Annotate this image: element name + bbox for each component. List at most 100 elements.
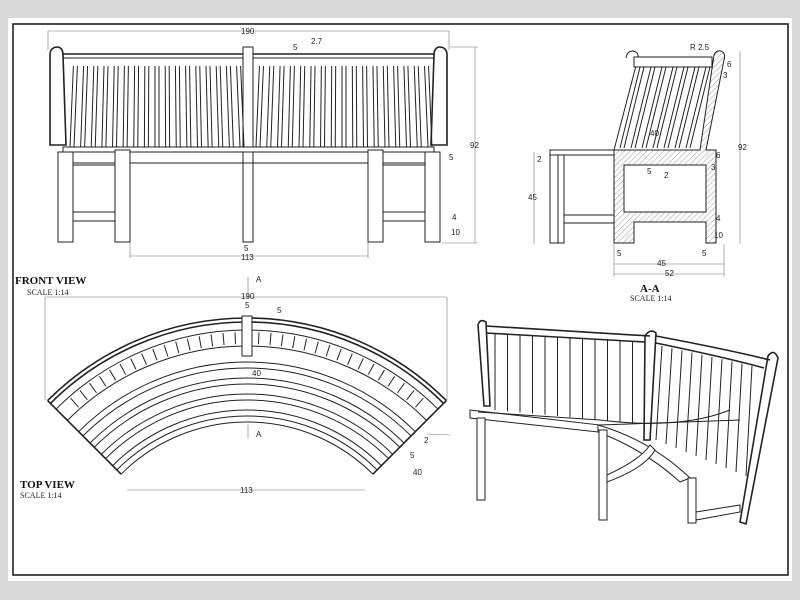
front-view: 190 5 2.7 92 5 4 10 5 113 FRONT VIEW SCA… xyxy=(15,27,479,297)
back-slat xyxy=(705,356,713,461)
back-slat-top xyxy=(109,369,117,381)
dim-leg-depth: 45 xyxy=(657,259,666,268)
back-slat-top xyxy=(234,332,237,345)
dim-top-inner-span: 113 xyxy=(240,486,253,495)
back-slat-top xyxy=(357,358,364,370)
dim-top-seat-depth: 40 xyxy=(252,369,261,378)
dim-rear-leg: 5 xyxy=(702,249,707,258)
back-slat xyxy=(735,363,743,473)
back-slat xyxy=(685,352,693,453)
section-scale: SCALE 1:14 xyxy=(630,294,672,303)
front-view-scale: SCALE 1:14 xyxy=(27,288,69,297)
seat-arc xyxy=(116,415,378,471)
dim-front-leg: 5 xyxy=(617,249,622,258)
back-slat-top xyxy=(89,382,97,394)
section-mark-bottom: A xyxy=(256,430,262,439)
back-slat-top xyxy=(367,363,375,375)
seat-arc xyxy=(120,421,374,475)
center-post-top xyxy=(241,315,253,357)
dim-top-rail-offset: 3 xyxy=(723,71,728,80)
perspective-view xyxy=(469,319,779,526)
back-slat xyxy=(675,350,683,449)
seat-arc xyxy=(93,383,401,448)
back-slat xyxy=(725,361,733,469)
back-slat-top xyxy=(222,333,225,346)
dim-stretcher: 4 xyxy=(452,213,457,222)
back-slat xyxy=(745,365,753,477)
dim-seat-thickness: 5 xyxy=(449,153,454,162)
seat-end xyxy=(372,400,447,475)
back-slat-top xyxy=(186,338,191,351)
back-slat-top xyxy=(347,353,353,365)
back-slat-top xyxy=(210,334,214,347)
dim-seat-height: 45 xyxy=(528,193,537,202)
dim-section-stretcher-height: 10 xyxy=(714,231,723,240)
dim-top-post: 5 xyxy=(245,301,250,310)
back-slat-top xyxy=(292,336,296,349)
dim-overall-width: 190 xyxy=(241,27,255,36)
back-slat-top xyxy=(280,334,284,347)
top-view: 190 5 5 40 2 5 40 113 A A TOP VIEW SCALE… xyxy=(20,275,451,500)
dim-top-gap: 2 xyxy=(424,436,429,445)
drawing-border xyxy=(12,23,789,576)
back-slat-top xyxy=(269,333,272,346)
seat-arc xyxy=(100,393,394,455)
back-slat-top xyxy=(198,336,202,349)
back-slat-top xyxy=(336,348,342,361)
back-slat-top xyxy=(377,369,385,381)
back-slat xyxy=(655,345,663,441)
dim-slat-width: 5 xyxy=(293,43,298,52)
back-slat-top xyxy=(70,397,79,408)
seat-arc xyxy=(112,409,382,467)
back-slat-top xyxy=(397,382,405,394)
dim-stretcher-height: 10 xyxy=(451,228,460,237)
back-slat xyxy=(715,359,723,465)
back-slat-top xyxy=(141,353,147,365)
back-slat-top xyxy=(325,344,331,357)
back-slat xyxy=(652,66,678,149)
dim-post-width: 5 xyxy=(244,244,249,253)
back-slat xyxy=(663,66,689,149)
back-slat-top xyxy=(130,358,137,370)
back-slat xyxy=(630,66,656,149)
dim-seat-gap: 2 xyxy=(664,171,669,180)
dim-seat-slat: 5 xyxy=(647,167,652,176)
dim-top-width: 190 xyxy=(241,292,255,301)
dim-overall-height: 92 xyxy=(470,141,479,150)
dim-seat-lip: 2 xyxy=(537,155,542,164)
back-slat-top xyxy=(314,341,319,354)
dim-seat-rail: 6 xyxy=(716,151,721,160)
back-slat-top xyxy=(175,341,180,354)
back-slat-top xyxy=(257,332,260,345)
dim-leg-span: 113 xyxy=(241,253,254,262)
back-slat-top xyxy=(98,376,107,387)
back-slat xyxy=(674,66,700,149)
back-slat xyxy=(641,66,667,149)
section-a-a: R 2.5 6 3 92 40 2 6 3 5 2 45 4 10 5 5 45… xyxy=(528,43,747,303)
back-slat xyxy=(695,354,703,457)
dim-top-depth: 40 xyxy=(413,468,422,477)
paper xyxy=(8,18,792,581)
dim-overall-depth: 52 xyxy=(665,269,674,278)
dim-section-stretcher: 4 xyxy=(716,214,721,223)
dim-back-depth: 40 xyxy=(650,129,659,138)
dim-top-slat: 5 xyxy=(410,451,415,460)
back-slat-top xyxy=(163,344,169,357)
back-slat-top xyxy=(387,376,396,387)
dim-slat-gap: 2.7 xyxy=(311,37,323,46)
seat-arc xyxy=(82,367,412,437)
dim-top-rail: 5 xyxy=(277,306,282,315)
seat-arc xyxy=(78,361,416,433)
dim-radius: R 2.5 xyxy=(690,43,710,52)
section-mark-top: A xyxy=(256,275,262,284)
back-slat-top xyxy=(415,397,424,408)
seat-arc xyxy=(89,377,405,444)
front-view-title: FRONT VIEW xyxy=(15,275,86,287)
back-slat-top xyxy=(303,338,308,351)
back-slat-top xyxy=(119,363,127,375)
back-slat xyxy=(665,348,673,445)
back-slat-top xyxy=(406,390,415,401)
seat-arc xyxy=(105,399,389,459)
back-slat xyxy=(685,66,711,149)
